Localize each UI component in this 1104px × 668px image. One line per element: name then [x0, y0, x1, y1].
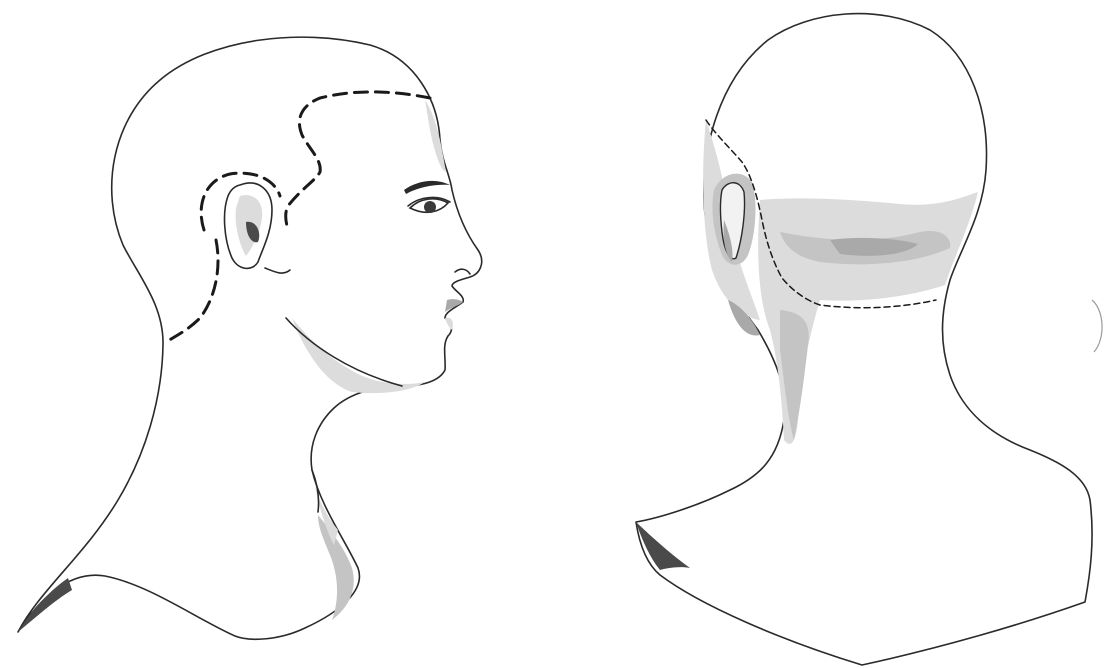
right-edge-clipped-mark — [1092, 300, 1102, 352]
side-profile-view — [18, 37, 482, 639]
side-lips — [445, 299, 463, 312]
side-eye-iris — [424, 201, 436, 213]
rear-head-outline — [636, 14, 1092, 665]
side-profile-head-outline — [18, 37, 482, 639]
side-shoulder-shadow — [18, 578, 72, 632]
rear-view — [636, 14, 1092, 665]
